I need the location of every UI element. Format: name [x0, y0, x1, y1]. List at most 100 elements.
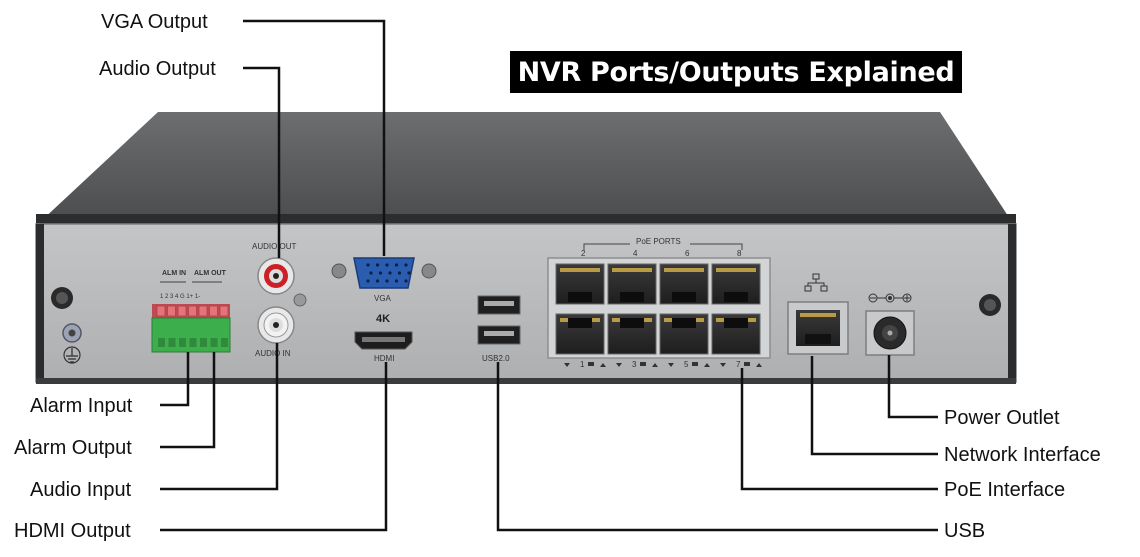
poe-bottom-1: 1	[580, 360, 585, 369]
alm-in-label: ALM IN	[162, 270, 186, 277]
poe-bottom-3: 3	[632, 360, 637, 369]
poe-callout-line	[740, 368, 938, 491]
poe-top-4: 4	[633, 249, 638, 258]
alarm-terminal-slot	[189, 338, 197, 347]
network-port	[787, 273, 849, 355]
poe-ports: PoE PORTS 2 4 6 8 1 3 5 7	[547, 237, 771, 369]
nvr-right-side	[1008, 224, 1016, 382]
vga-pin	[366, 263, 370, 267]
alarm-terminal-block: ALM IN ALM OUT 1 2 3 4 G 1+ 1-	[151, 270, 231, 353]
hdmi-callout-line	[160, 362, 388, 532]
poe-led-mark	[588, 362, 594, 366]
poe-top-6: 6	[685, 249, 690, 258]
poe-jack-latch	[568, 318, 592, 328]
alarm-terminal-slot	[221, 338, 228, 347]
poe-jack-contacts	[560, 268, 600, 272]
audio-section: AUDIO OUT AUDIO IN	[252, 242, 307, 358]
usb-ports: USB2.0	[477, 295, 521, 363]
alarm-terminal-screw	[167, 305, 176, 317]
alarm-terminal-slot	[179, 338, 186, 347]
power-outlet-label: Power Outlet	[944, 407, 1060, 429]
vga-pin	[407, 271, 411, 275]
nvr-device	[35, 112, 1017, 384]
usb-label: USB2.0	[482, 354, 510, 363]
vga-callout-line	[243, 19, 386, 256]
hdmi-label: HDMI	[374, 354, 394, 363]
nvr-back-panel	[35, 223, 1017, 383]
poe-led-mark	[564, 363, 570, 367]
alarm-terminal-screw	[156, 305, 166, 317]
vga-pin	[394, 279, 399, 283]
poe-jack-latch	[620, 318, 644, 328]
network-callout-line	[810, 356, 938, 456]
poe-jack-latch	[724, 318, 748, 328]
vga-pin	[375, 279, 380, 283]
alarm-terminal-slot	[210, 338, 218, 347]
vga-pin	[397, 271, 402, 275]
vga-pin	[404, 263, 408, 267]
poe-jack-latch	[568, 292, 592, 302]
diagram-title: NVR Ports/Outputs Explained	[510, 51, 962, 93]
poe-led-mark	[756, 363, 762, 367]
chassis-screw-right	[979, 294, 1001, 316]
alarm-terminal-screw	[198, 305, 208, 317]
alarm-input-label: Alarm Input	[30, 395, 133, 417]
poe-bottom-7: 7	[736, 360, 741, 369]
hdmi-output-label: HDMI Output	[14, 520, 131, 542]
poe-led-mark	[652, 363, 658, 367]
audio-out-callout-line	[243, 66, 281, 258]
power-callout-line	[887, 355, 938, 419]
vga-pin	[378, 271, 383, 275]
audio-out-label: AUDIO OUT	[252, 242, 297, 251]
poe-jack-contacts	[612, 268, 652, 272]
alarm-terminal-screw	[209, 305, 218, 317]
alarm-terminal-slot	[200, 338, 207, 347]
vga-pin	[366, 279, 370, 283]
vga-pin	[375, 263, 380, 267]
audio-in-label: AUDIO IN	[255, 349, 291, 358]
nvr-top-edge	[36, 214, 1016, 226]
nvr-bottom-edge	[36, 378, 1016, 384]
poe-jack-latch	[672, 318, 696, 328]
vga-pin	[385, 263, 389, 267]
alarm-output-label: Alarm Output	[14, 437, 132, 459]
alarm-terminal-slot	[168, 338, 176, 347]
audio-input-label: Audio Input	[30, 479, 132, 501]
power-port	[865, 293, 915, 356]
alarm-terminal-slot	[158, 338, 165, 347]
network-icon	[804, 273, 828, 292]
poe-interface-label: PoE Interface	[944, 479, 1066, 501]
poe-led-mark	[668, 363, 674, 367]
usb-label-callout: USB	[944, 520, 986, 542]
vga-pin	[369, 271, 373, 275]
poe-jack-latch	[724, 292, 748, 302]
alarm-terminal-screw	[177, 305, 187, 317]
audio-output-label: Audio Output	[99, 58, 216, 80]
poe-jack-contacts	[716, 268, 756, 272]
poe-led-mark	[720, 363, 726, 367]
poe-bottom-5: 5	[684, 360, 689, 369]
poe-led-mark	[616, 363, 622, 367]
vga-pin	[385, 279, 389, 283]
alarm-input-callout-line	[160, 352, 190, 407]
alm-out-label: ALM OUT	[194, 270, 227, 277]
nvr-left-side	[36, 224, 44, 382]
audio-input-callout-line	[160, 343, 279, 491]
network-interface-label: Network Interface	[944, 444, 1101, 466]
audio-out-jack	[257, 257, 295, 295]
vga-pin	[388, 271, 392, 275]
poe-led-mark	[640, 362, 646, 366]
poe-jack-latch	[672, 292, 696, 302]
poe-jack-latch	[620, 292, 644, 302]
poe-top-8: 8	[737, 249, 742, 258]
alarm-terminal-screw	[219, 305, 229, 317]
power-polarity-icon	[868, 293, 912, 303]
hdmi-port: 4K HDMI	[354, 313, 413, 363]
audio-in-jack	[257, 306, 295, 344]
vga-label: VGA	[374, 294, 392, 303]
vga-pin	[394, 263, 399, 267]
poe-led-mark	[704, 363, 710, 367]
alarm-terminal-screw	[188, 305, 197, 317]
